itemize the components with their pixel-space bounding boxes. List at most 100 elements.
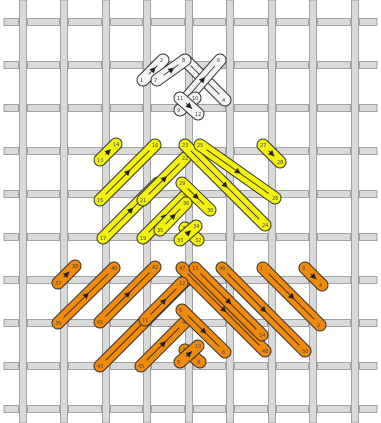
stitch-number: 24 — [262, 223, 268, 229]
stitch-number: 11 — [142, 318, 148, 324]
vertical-thread — [310, 0, 317, 423]
stitch-number: 28 — [277, 160, 283, 166]
horizontal-thread — [277, 234, 309, 241]
horizontal-thread — [152, 19, 185, 26]
horizontal-thread — [4, 19, 19, 26]
horizontal-thread — [111, 62, 143, 69]
stitch-number: 47 — [179, 266, 185, 272]
horizontal-thread — [28, 363, 60, 370]
stitch-number: 48 — [262, 349, 268, 355]
stitch-number: 7 — [154, 78, 157, 84]
horizontal-thread — [69, 234, 102, 241]
horizontal-thread — [318, 234, 351, 241]
stitch-number: 39 — [55, 321, 61, 327]
stitch-number: 6 — [222, 350, 225, 356]
stitch-number: 45 — [138, 364, 144, 370]
horizontal-thread — [69, 105, 102, 112]
horizontal-thread — [4, 320, 19, 327]
horizontal-thread — [360, 191, 378, 198]
stitch-number: 8 — [182, 58, 185, 64]
stitch-number: 49 — [219, 266, 225, 272]
horizontal-thread — [318, 105, 351, 112]
stitch-number: 34 — [193, 224, 199, 230]
horizontal-thread — [360, 363, 378, 370]
stitch-number: 1 — [140, 78, 143, 84]
horizontal-thread — [111, 19, 143, 26]
stitch-number: 40 — [111, 266, 117, 272]
stitch-number: 2 — [317, 323, 320, 329]
stitch-number: 8 — [197, 360, 200, 366]
horizontal-thread — [235, 363, 268, 370]
horizontal-thread — [318, 62, 351, 69]
stitch-number: 37 — [55, 281, 61, 287]
horizontal-thread — [360, 234, 378, 241]
horizontal-thread — [277, 62, 309, 69]
stitch-number: 16 — [152, 143, 158, 149]
vertical-thread — [20, 0, 27, 423]
stitch-number: 9 — [177, 108, 180, 114]
horizontal-thread — [4, 105, 19, 112]
horizontal-thread — [4, 234, 19, 241]
horizontal-thread — [318, 406, 351, 413]
horizontal-thread — [28, 19, 60, 26]
vertical-thread — [352, 0, 359, 423]
stitch-number: 11 — [177, 96, 183, 102]
stitch-number: 13 — [97, 158, 103, 164]
stitch-number: 22 — [182, 156, 188, 162]
stitch-number: 4 — [319, 283, 322, 289]
horizontal-thread — [360, 62, 378, 69]
horizontal-thread — [235, 234, 268, 241]
stitch-number: 42 — [152, 265, 158, 271]
horizontal-thread — [111, 406, 143, 413]
horizontal-thread — [235, 105, 268, 112]
horizontal-thread — [69, 62, 102, 69]
horizontal-thread — [318, 19, 351, 26]
horizontal-thread — [318, 148, 351, 155]
stitch-number: 9 — [177, 360, 180, 366]
stitch-number: 32 — [195, 238, 201, 244]
horizontal-thread — [4, 191, 19, 198]
stitch-number: 50 — [302, 349, 308, 355]
stitch-number: 12 — [195, 112, 201, 118]
horizontal-thread — [360, 320, 378, 327]
stitch-number: 12 — [179, 281, 185, 287]
horizontal-thread — [194, 406, 226, 413]
horizontal-thread — [277, 105, 309, 112]
horizontal-thread — [277, 148, 309, 155]
stitch-number: 3 — [302, 266, 305, 272]
horizontal-thread — [360, 406, 378, 413]
horizontal-thread — [28, 406, 60, 413]
stitch-number: 30 — [207, 208, 213, 214]
stitch-number: 43 — [97, 364, 103, 370]
horizontal-thread — [28, 62, 60, 69]
vertical-thread — [227, 0, 234, 423]
stitch-number: 25 — [197, 143, 203, 149]
stitch-number: 6 — [217, 58, 220, 64]
horizontal-thread — [194, 19, 226, 26]
horizontal-thread — [277, 406, 309, 413]
horizontal-thread — [69, 148, 102, 155]
horizontal-thread — [69, 406, 102, 413]
horizontal-thread — [4, 406, 19, 413]
horizontal-thread — [277, 363, 309, 370]
stitch-number: 13 — [192, 266, 198, 272]
stitch-number: 29 — [179, 181, 185, 187]
horizontal-thread — [360, 277, 378, 284]
horizontal-thread — [69, 19, 102, 26]
stitch-number: 2 — [160, 58, 163, 64]
stitch-number: 17 — [100, 236, 106, 242]
stitch-number: 14 — [259, 333, 265, 339]
stitch-number: 36 — [183, 201, 189, 207]
horizontal-thread — [28, 105, 60, 112]
horizontal-thread — [235, 406, 268, 413]
stitch-number: 41 — [97, 320, 103, 326]
stitch-number: 21 — [140, 198, 146, 204]
stitch-number: 26 — [272, 196, 278, 202]
stitch-number: 35 — [157, 228, 163, 234]
horizontal-thread — [4, 148, 19, 155]
stitch-number: 4 — [222, 98, 225, 104]
